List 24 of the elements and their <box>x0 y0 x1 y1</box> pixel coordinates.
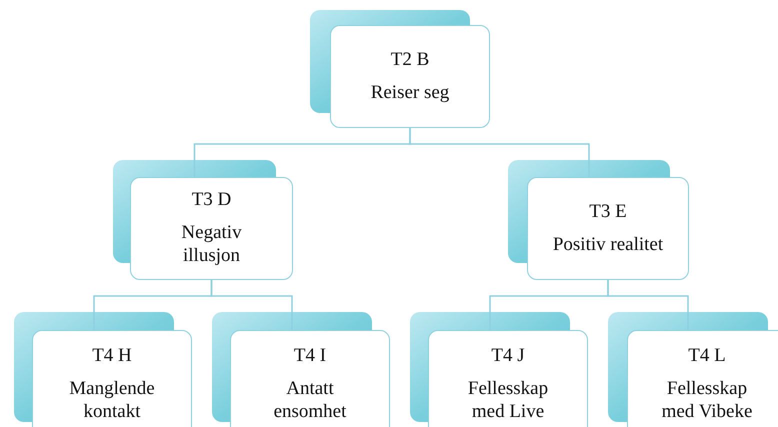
node-label: Positiv realitet <box>552 234 664 256</box>
node-code: T3 E <box>589 200 627 224</box>
node-box <box>627 330 778 427</box>
node-code: T4 L <box>688 345 726 368</box>
node-label: Fellesskap med Vibeke <box>660 378 754 424</box>
node-label: Manglende kontakt <box>68 378 156 424</box>
node-box <box>428 330 588 427</box>
node-code: T4 I <box>294 345 326 368</box>
node-code: T3 D <box>192 189 232 212</box>
node-box <box>230 330 390 427</box>
node-box <box>527 177 689 280</box>
node-code: T2 B <box>390 48 430 72</box>
connector-line <box>409 128 590 177</box>
node-label: Reiser seg <box>370 82 450 104</box>
node-box <box>330 25 490 128</box>
node-label: Antatt ensomhet <box>272 378 348 424</box>
node-label: Negativ illusjon <box>180 222 243 268</box>
node-box <box>32 330 192 427</box>
node-label: Fellesskap med Live <box>466 378 550 424</box>
node-code: T4 J <box>491 345 525 368</box>
connector-line <box>210 280 293 330</box>
node-box <box>130 177 293 280</box>
node-code: T4 H <box>92 345 132 368</box>
connector-line <box>607 280 689 330</box>
